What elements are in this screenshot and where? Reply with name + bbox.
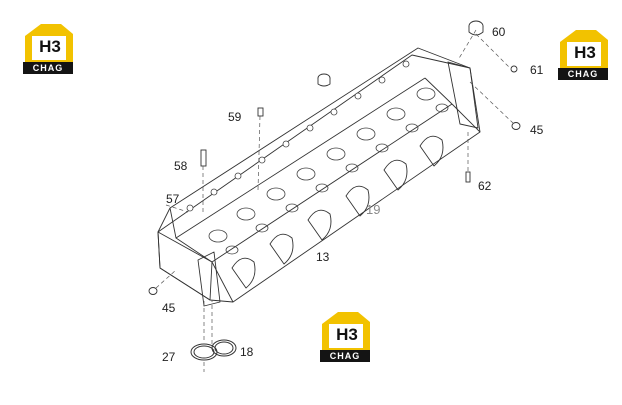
callout-45-left: 45 [162,301,176,315]
part-61-bolt [510,65,518,73]
cylinder-head-block [157,54,481,303]
callout-57: 57 [166,192,180,206]
callout-27: 27 [162,350,176,364]
callout-58: 58 [174,159,188,173]
part-18-seal-ring [211,339,237,357]
part-58-stud [200,149,207,167]
callout-19: 19 [366,202,381,217]
logo-house-icon [25,24,73,62]
watermark-logo-top-right: H3 CHAG [556,28,612,80]
callout-45-right: 45 [530,123,544,137]
watermark-logo-center: H3 CHAG [318,310,374,362]
part-60-plug [468,20,484,36]
logo-letters: H3 [39,37,61,56]
callout-61: 61 [530,63,544,77]
logo-plate: CHAG [23,62,73,74]
watermark-logo-top-left: H3 CHAG [21,22,77,74]
logo-plate: CHAG [320,350,370,362]
part-62-stud [465,171,471,183]
callout-18: 18 [240,345,254,359]
leader-lines [155,29,515,372]
callout-60: 60 [492,25,506,39]
logo-letters: H3 [574,43,596,62]
logo-house-icon [560,30,608,68]
logo-house-icon [322,312,370,350]
callout-13: 13 [316,250,330,264]
logo-plate: CHAG [558,68,608,80]
part-45-plug-left [148,287,158,295]
part-45-plug-right [511,122,521,130]
callout-59: 59 [228,110,242,124]
callout-62: 62 [478,179,492,193]
logo-letters: H3 [336,325,358,344]
part-top-cup [317,73,331,87]
part-59-bolt [257,107,264,117]
